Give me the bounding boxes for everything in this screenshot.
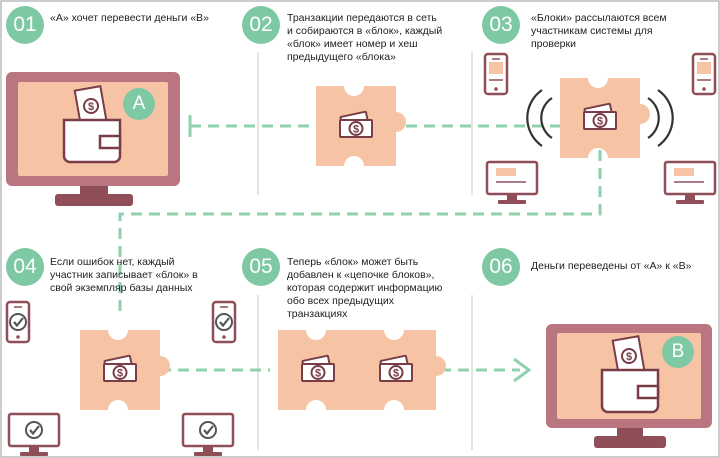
phone-check-icon — [5, 300, 31, 344]
block-icon — [316, 86, 406, 166]
step-caption-04: Если ошибок нет, каждый участник записыв… — [50, 256, 198, 294]
step-number-06: 06 — [482, 248, 520, 286]
step-number-01: 01 — [6, 6, 44, 44]
computer-check-icon — [7, 412, 61, 458]
step-caption-06: Деньги переведены от «А» к «В» — [531, 260, 692, 272]
column-dividers — [257, 52, 473, 450]
phone-icon — [691, 52, 717, 96]
step-caption-05: Теперь «блок» может быть добавлен к «цеп… — [287, 256, 443, 320]
monitor-a — [6, 72, 180, 206]
step-caption-03: «Блоки» рассылаются всем участникам сист… — [531, 12, 667, 50]
computer-icon — [663, 160, 717, 206]
step-number-03: 03 — [482, 6, 520, 44]
step-number-02: 02 — [242, 6, 280, 44]
phone-icon — [483, 52, 509, 96]
block-icon — [278, 330, 368, 410]
computer-icon — [485, 160, 539, 206]
step-caption-02: Транзакции передаются в сеть и собираютс… — [287, 12, 443, 63]
block-icon — [80, 330, 170, 410]
step-caption-01: «А» хочет перевести деньги «В» — [50, 12, 209, 24]
broadcast-waves-icon — [526, 89, 674, 147]
step-number-05: 05 — [242, 248, 280, 286]
block-icon — [356, 330, 446, 410]
computer-check-icon — [181, 412, 235, 458]
block-icon — [560, 78, 650, 158]
phone-check-icon — [211, 300, 237, 344]
party-badge-b: B — [662, 336, 694, 368]
step-number-04: 04 — [6, 248, 44, 286]
party-badge-a: A — [123, 88, 155, 120]
path-arrowhead — [513, 357, 532, 383]
